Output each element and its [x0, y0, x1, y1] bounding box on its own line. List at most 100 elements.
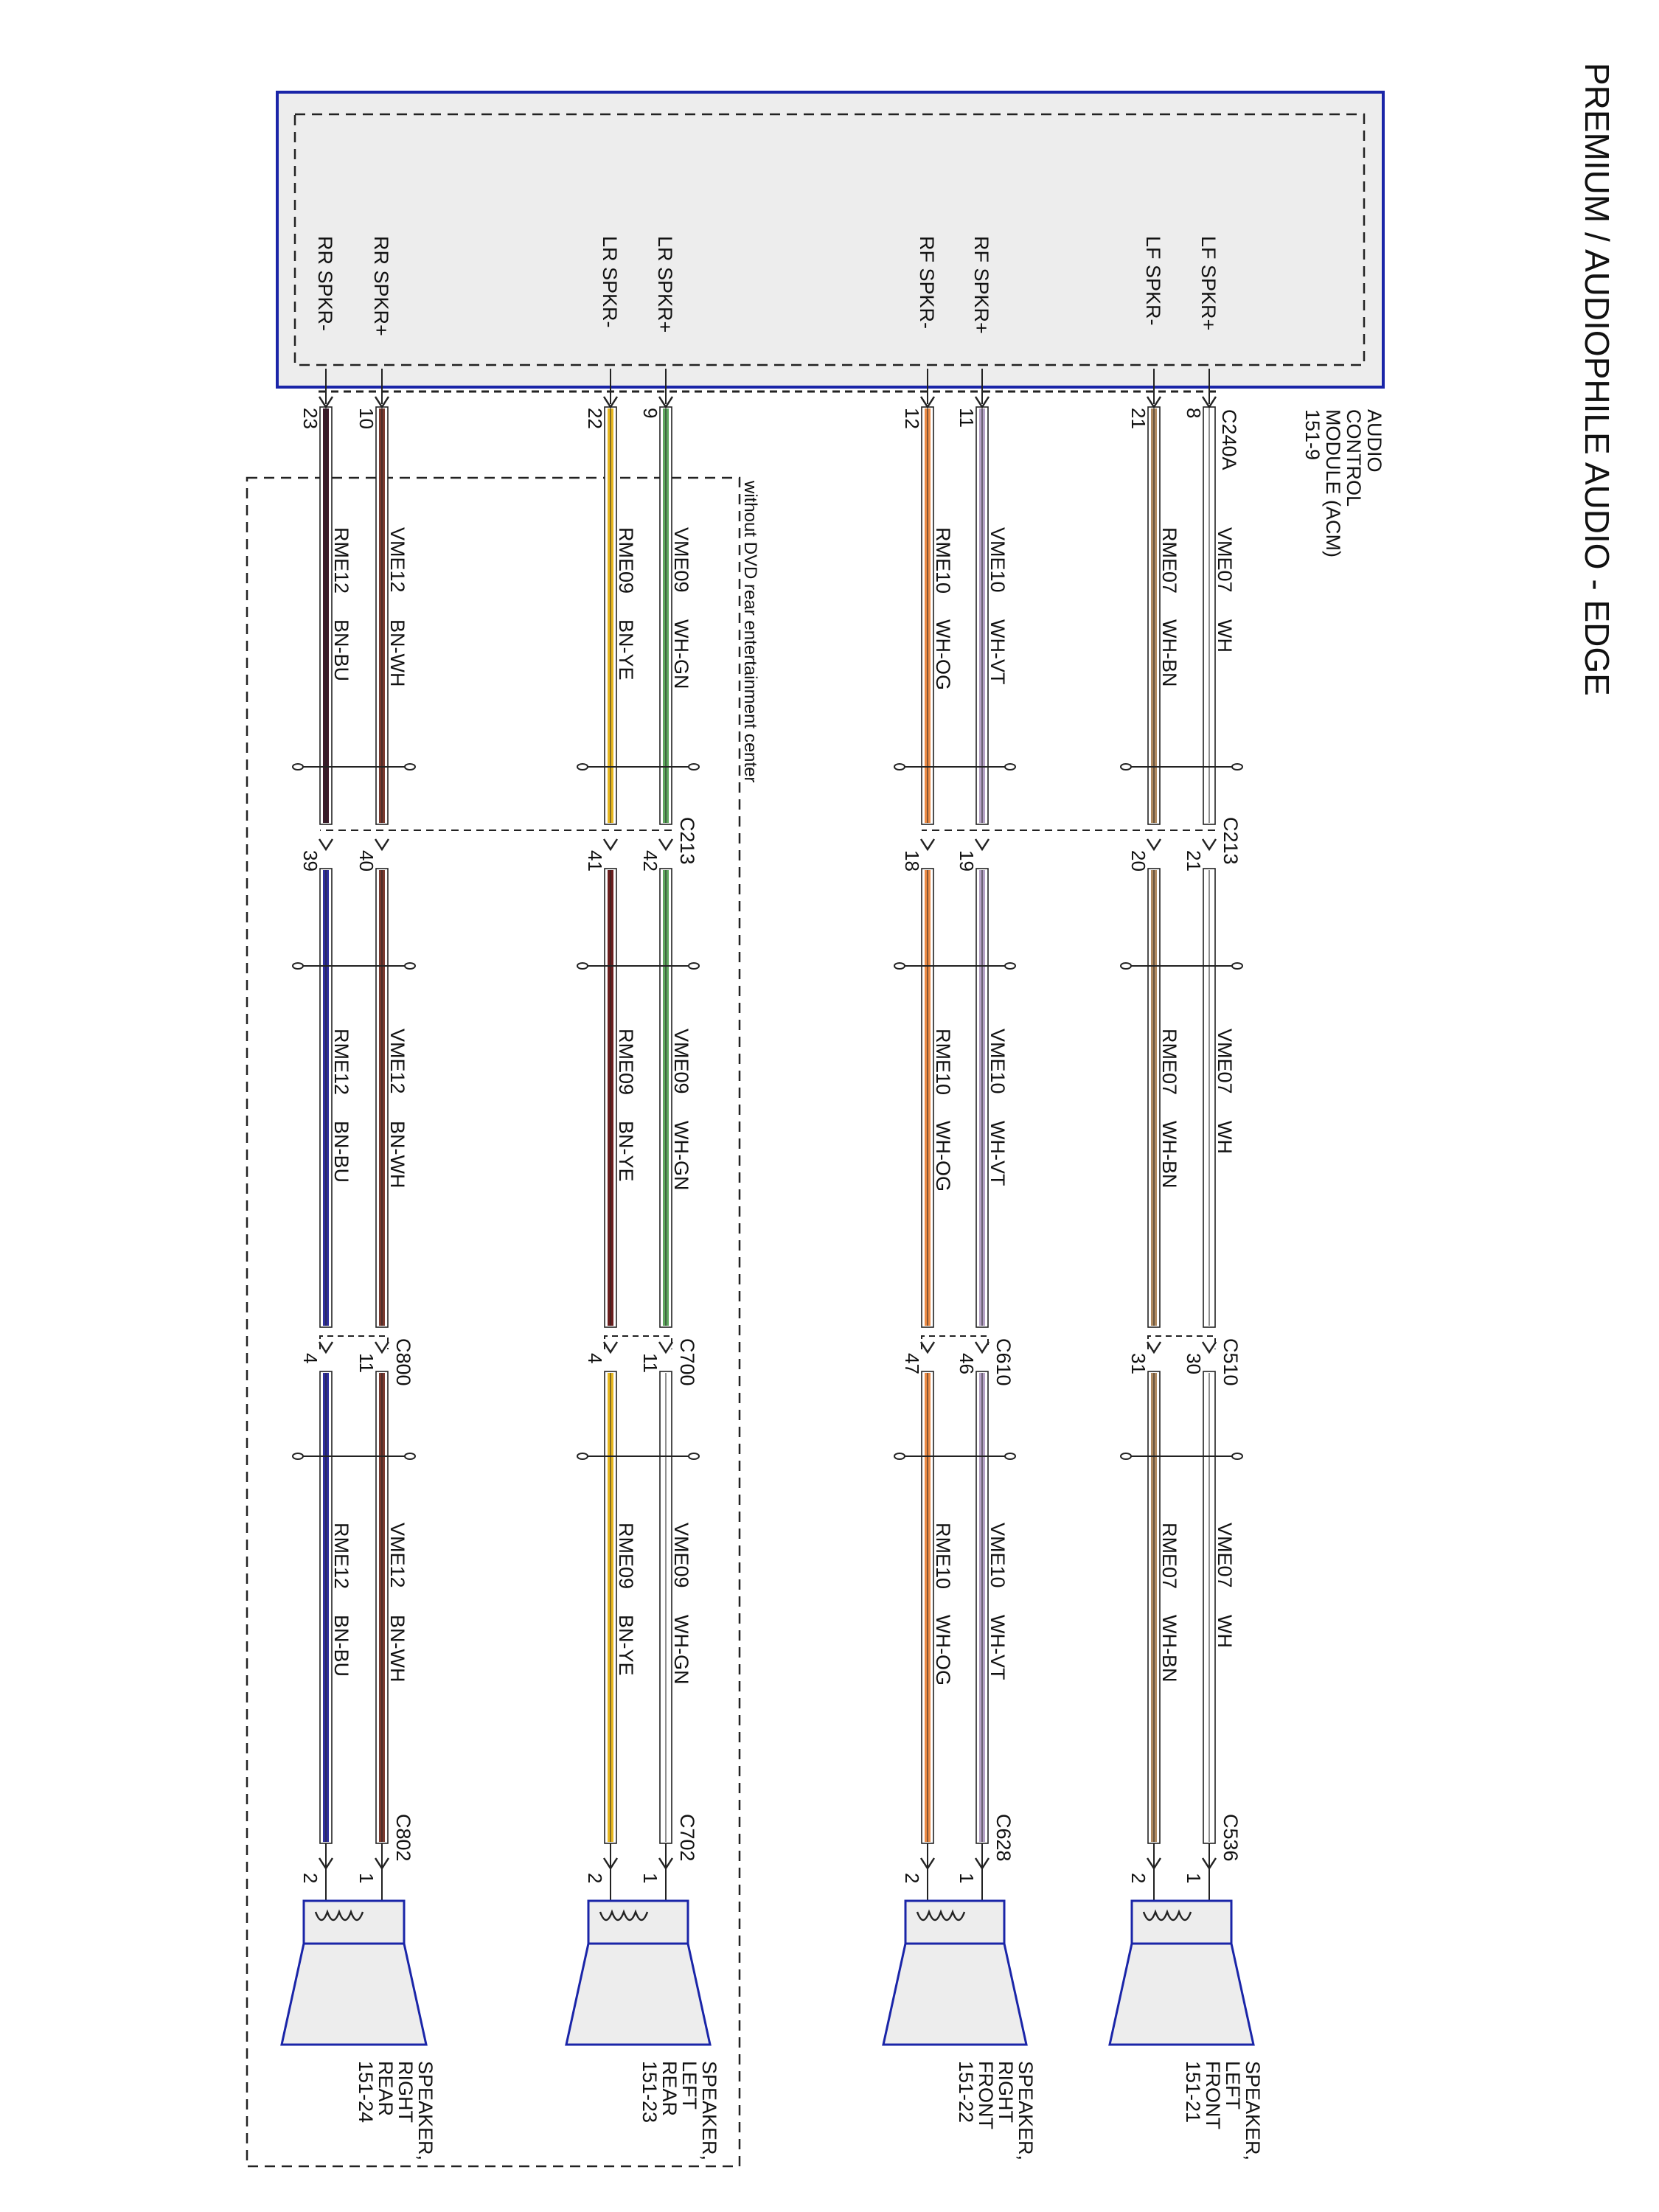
twist-end — [1231, 962, 1243, 970]
c213-front-label: C213 — [1220, 817, 1242, 865]
speaker-connector-label: C802 — [392, 1814, 414, 1862]
pin-arrow — [1146, 1857, 1162, 1871]
speakers-layer — [280, 1899, 1255, 2046]
c213-rear-label: C213 — [676, 817, 698, 865]
pin-arrow — [1201, 1857, 1217, 1871]
pin-arrow — [318, 396, 334, 409]
pin-mid: 4 — [584, 1353, 606, 1363]
wire-color-label: WH-GN — [670, 1121, 692, 1190]
wire-color-label: WH-BN — [1158, 619, 1180, 686]
signal-label: LF SPKR+ — [1197, 236, 1220, 330]
mid-connector-bracket — [604, 1335, 672, 1349]
wire-code-label: RME12 — [330, 1523, 352, 1589]
pin-c213: 41 — [584, 850, 606, 872]
pin-arrow — [374, 838, 390, 852]
wire-color-label: BN-BU — [330, 1121, 352, 1183]
pin-arrow — [919, 1341, 936, 1354]
wire-color-label: WH — [1214, 1121, 1236, 1154]
pin-acm: 23 — [299, 408, 321, 429]
speaker-connector-label: C702 — [676, 1814, 698, 1862]
pin-arrow — [658, 396, 674, 409]
speaker-label-line: 151-21 — [1182, 2061, 1204, 2123]
pin-arrow — [1146, 1341, 1162, 1354]
twist-end — [577, 962, 588, 970]
twist-end — [1231, 763, 1243, 771]
speaker-label-line: REAR — [658, 2061, 681, 2116]
wire-code-label: RME09 — [615, 1523, 637, 1589]
mid-connector-label: C610 — [992, 1338, 1015, 1386]
pin-arrow — [602, 396, 619, 409]
speaker-label-line: 151-23 — [639, 2061, 661, 2123]
twist-end — [577, 763, 588, 771]
speaker-magnet — [1130, 1899, 1233, 1945]
twist-end — [1004, 962, 1016, 970]
mid-connector-bracket — [319, 1335, 389, 1349]
pin-acm: 21 — [1127, 408, 1150, 429]
speaker-coil — [599, 1909, 649, 1921]
mid-connector-label: C800 — [392, 1338, 414, 1386]
wire-code-label: VME12 — [386, 1523, 408, 1588]
rear-dvd-option-box — [246, 476, 741, 2168]
speaker-connector-label: C536 — [1220, 1814, 1242, 1862]
wire-color-label: WH-VT — [987, 1615, 1009, 1680]
pin-c213: 39 — [299, 850, 321, 872]
mid-connector-label: C510 — [1220, 1338, 1242, 1386]
speaker-label-line: LEFT — [1222, 2061, 1244, 2110]
signal-label: LR SPKR- — [599, 236, 621, 328]
pin-arrow — [602, 1341, 619, 1354]
signal-label: RF SPKR+ — [970, 236, 992, 334]
mid-connector-bracket — [1147, 1335, 1216, 1349]
pin-acm: 8 — [1183, 408, 1205, 418]
wire-color-label: BN-YE — [615, 1615, 637, 1676]
module-label-line-2: CONTROL — [1343, 409, 1365, 507]
pin-mid: 4 — [299, 1353, 321, 1363]
twist-end — [1004, 1453, 1016, 1460]
pin-arrow — [658, 1341, 674, 1354]
pin-arrow — [602, 838, 619, 852]
signal-label: LR SPKR+ — [654, 236, 676, 333]
wire-color-label: BN-YE — [615, 619, 637, 681]
twist-end — [404, 1453, 416, 1460]
wire-color-label: BN-WH — [386, 619, 408, 686]
wire-color-label: WH — [1214, 1615, 1236, 1648]
speaker-label-line: REAR — [375, 2061, 397, 2116]
signal-label: RF SPKR- — [916, 236, 938, 329]
wire-code-label: VME12 — [386, 1029, 408, 1094]
wire-code-label: RME10 — [932, 527, 954, 594]
speaker-cone — [280, 1942, 428, 2046]
twist-end — [894, 1453, 905, 1460]
speaker-magnet — [302, 1899, 406, 1945]
wire-code-label: RME09 — [615, 1029, 637, 1095]
twist-end — [1231, 1453, 1243, 1460]
wire-color-label: WH-VT — [987, 619, 1009, 684]
twist-end — [894, 962, 905, 970]
pin-arrow — [658, 838, 674, 852]
wire-code-label: RME07 — [1158, 527, 1180, 594]
pin-arrow — [919, 396, 936, 409]
wire-code-label: RME12 — [330, 1029, 352, 1095]
wire-code-label: VME09 — [670, 1029, 692, 1094]
pin-arrow — [374, 1341, 390, 1354]
pin-arrow — [658, 1857, 674, 1871]
wire-code-label: RME09 — [615, 527, 637, 594]
mid-connector-label: C700 — [676, 1338, 698, 1386]
wire-color-label: WH-OG — [932, 1121, 954, 1192]
pin-acm: 11 — [956, 408, 978, 428]
pin-arrow — [1201, 1341, 1217, 1354]
speaker-label-line: SPEAKER, — [698, 2061, 720, 2160]
speaker-label-line: FRONT — [1202, 2061, 1224, 2129]
pin-mid: 30 — [1183, 1353, 1205, 1374]
twist-end — [894, 763, 905, 771]
wire-color-label: BN-BU — [330, 619, 352, 681]
wire-color-label: WH — [1214, 619, 1236, 653]
pin-arrow — [1201, 838, 1217, 852]
twist-end — [1004, 763, 1016, 771]
signal-label: LF SPKR- — [1142, 236, 1164, 326]
pin-arrow — [374, 1857, 390, 1871]
twist-end — [688, 763, 700, 771]
audio-control-module — [276, 91, 1385, 389]
pin-speaker: 1 — [355, 1873, 378, 1883]
twist-end — [292, 763, 304, 771]
